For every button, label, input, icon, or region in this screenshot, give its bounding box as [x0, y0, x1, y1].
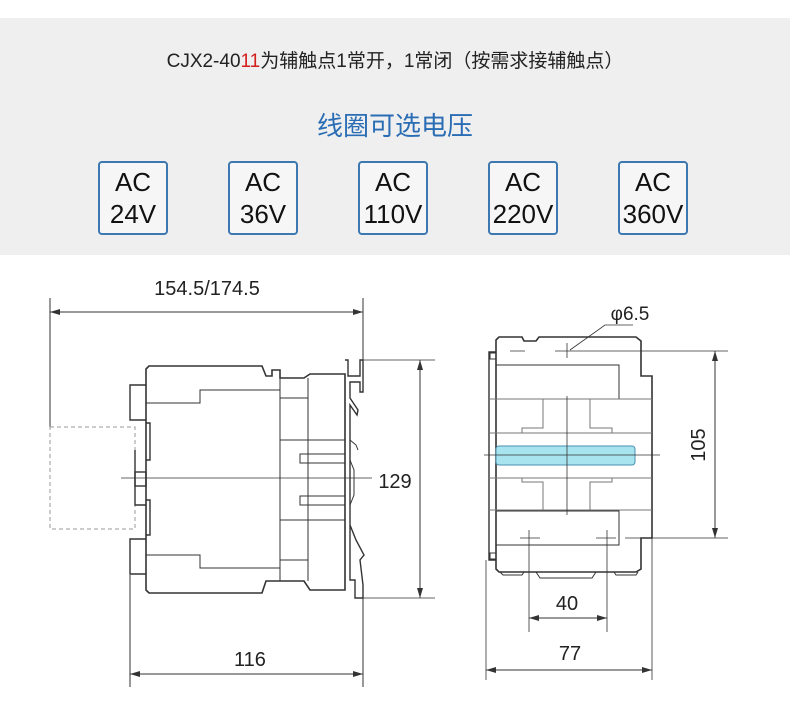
model-description: CJX2-4011为辅触点1常开，1常闭（按需求接辅触点）: [0, 46, 790, 73]
hole-spacing-vertical-label: 105: [688, 428, 710, 461]
voltage-type: AC: [374, 167, 412, 197]
voltage-value: 36V: [239, 199, 287, 229]
model-suffix: 为辅触点1常开，1常闭（按需求接辅触点）: [260, 51, 624, 72]
hole-spacing-horizontal-label: 40: [556, 593, 578, 615]
side-depth-label: 154.5/174.5: [154, 278, 260, 300]
voltage-value: 110V: [363, 199, 423, 229]
side-body-depth-label: 116: [234, 649, 266, 671]
voltage-type: AC: [634, 167, 672, 197]
voltage-value: 360V: [622, 199, 684, 229]
hole-diameter-label: φ6.5: [611, 304, 650, 325]
side-view-drawing: [49, 298, 435, 687]
side-height-label: 129: [378, 471, 411, 493]
voltage-type: AC: [504, 167, 542, 197]
coil-voltage-heading: 线圈可选电压: [316, 111, 473, 141]
front-width-label: 77: [559, 643, 581, 665]
front-view-drawing: [484, 324, 728, 680]
voltage-value: 24V: [109, 199, 157, 229]
cyan-bar: [495, 445, 636, 466]
model-prefix: CJX2-40: [166, 51, 241, 72]
voltage-type: AC: [114, 167, 152, 197]
voltage-type: AC: [244, 167, 282, 197]
voltage-value: 220V: [492, 199, 554, 229]
model-highlight: 11: [240, 51, 261, 72]
